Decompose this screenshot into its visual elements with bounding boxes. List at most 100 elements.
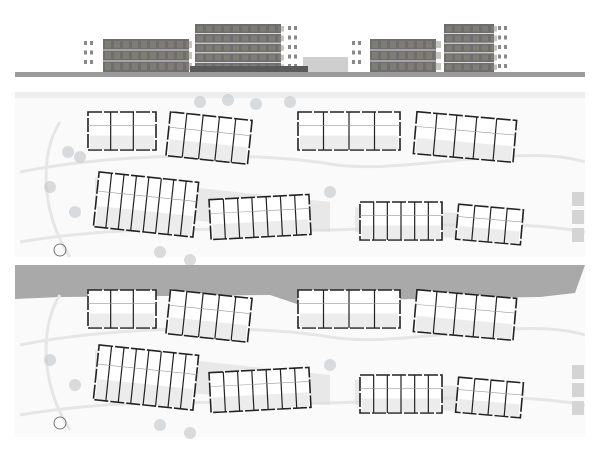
window	[159, 63, 165, 70]
window	[206, 35, 212, 42]
window	[123, 41, 129, 48]
terrace-zone	[212, 219, 309, 239]
building-b	[165, 110, 253, 166]
building-elevation	[15, 24, 585, 77]
left-low-block	[103, 39, 192, 72]
party-wall	[503, 381, 508, 417]
party-wall	[117, 174, 125, 230]
window	[482, 54, 488, 61]
tree	[284, 96, 296, 108]
window	[446, 54, 452, 61]
party-wall	[236, 198, 241, 239]
party-wall	[130, 175, 138, 231]
window	[491, 35, 497, 42]
party-wall	[179, 181, 187, 236]
tree	[44, 354, 56, 366]
window	[150, 63, 156, 70]
side-window	[498, 64, 501, 68]
terrace-zone	[415, 137, 513, 162]
side-window	[84, 50, 87, 55]
party-wall	[294, 368, 298, 409]
side-window	[288, 26, 291, 30]
tree	[69, 379, 81, 391]
party-wall	[251, 370, 255, 411]
window	[251, 35, 257, 42]
window	[464, 54, 470, 61]
terrace-zone	[90, 313, 154, 328]
window	[426, 52, 432, 59]
window	[224, 45, 230, 51]
party-wall	[197, 293, 204, 338]
tree	[74, 151, 86, 163]
party-wall	[222, 371, 226, 412]
side-window	[352, 41, 355, 45]
window	[417, 41, 423, 48]
window	[114, 63, 120, 70]
window	[168, 41, 174, 48]
party-wall	[492, 118, 498, 161]
side-window	[504, 64, 507, 68]
site-plan-upper-floor	[15, 92, 586, 266]
parking-bay	[572, 401, 584, 415]
window	[260, 26, 266, 32]
window	[278, 45, 284, 51]
party-wall	[472, 116, 478, 159]
side-window	[294, 26, 297, 30]
building-f	[208, 366, 312, 414]
window	[260, 54, 266, 61]
window	[224, 35, 230, 42]
roundabout	[53, 416, 67, 430]
side-window	[90, 50, 93, 55]
street-edge	[15, 92, 585, 98]
party-wall	[179, 354, 187, 409]
side-window	[504, 26, 507, 30]
window	[150, 52, 156, 59]
window	[206, 54, 212, 61]
window	[242, 45, 248, 51]
building-e	[92, 344, 200, 411]
window	[372, 41, 378, 48]
tree	[324, 186, 336, 198]
window	[197, 54, 203, 61]
window	[123, 52, 129, 59]
window	[491, 64, 497, 70]
tree	[324, 359, 336, 371]
side-window	[358, 41, 361, 45]
party-wall	[154, 351, 162, 407]
window	[186, 63, 192, 70]
party-wall	[105, 346, 113, 401]
party-wall	[432, 291, 438, 334]
window	[224, 54, 230, 61]
building-c	[297, 111, 401, 151]
party-wall	[105, 173, 113, 228]
window	[186, 52, 192, 59]
building-f	[208, 193, 312, 241]
interior-wall	[168, 126, 251, 137]
window	[132, 52, 138, 59]
window	[455, 26, 461, 32]
window	[168, 63, 174, 70]
window	[159, 41, 165, 48]
terrace-zone	[90, 135, 154, 150]
window	[381, 41, 387, 48]
window	[233, 54, 239, 61]
roundabout	[53, 243, 67, 257]
window	[372, 52, 378, 59]
window	[473, 54, 479, 61]
party-wall	[471, 378, 476, 414]
window	[426, 41, 432, 48]
window	[114, 52, 120, 59]
window	[177, 52, 183, 59]
window	[242, 54, 248, 61]
window	[269, 35, 275, 42]
party-wall	[487, 207, 492, 242]
party-wall	[265, 196, 269, 237]
window	[464, 45, 470, 51]
window	[446, 35, 452, 42]
interior-wall	[168, 304, 251, 315]
tree	[69, 206, 81, 218]
window	[224, 26, 230, 32]
interior-wall	[415, 304, 516, 314]
window	[105, 63, 111, 70]
window	[390, 63, 396, 70]
